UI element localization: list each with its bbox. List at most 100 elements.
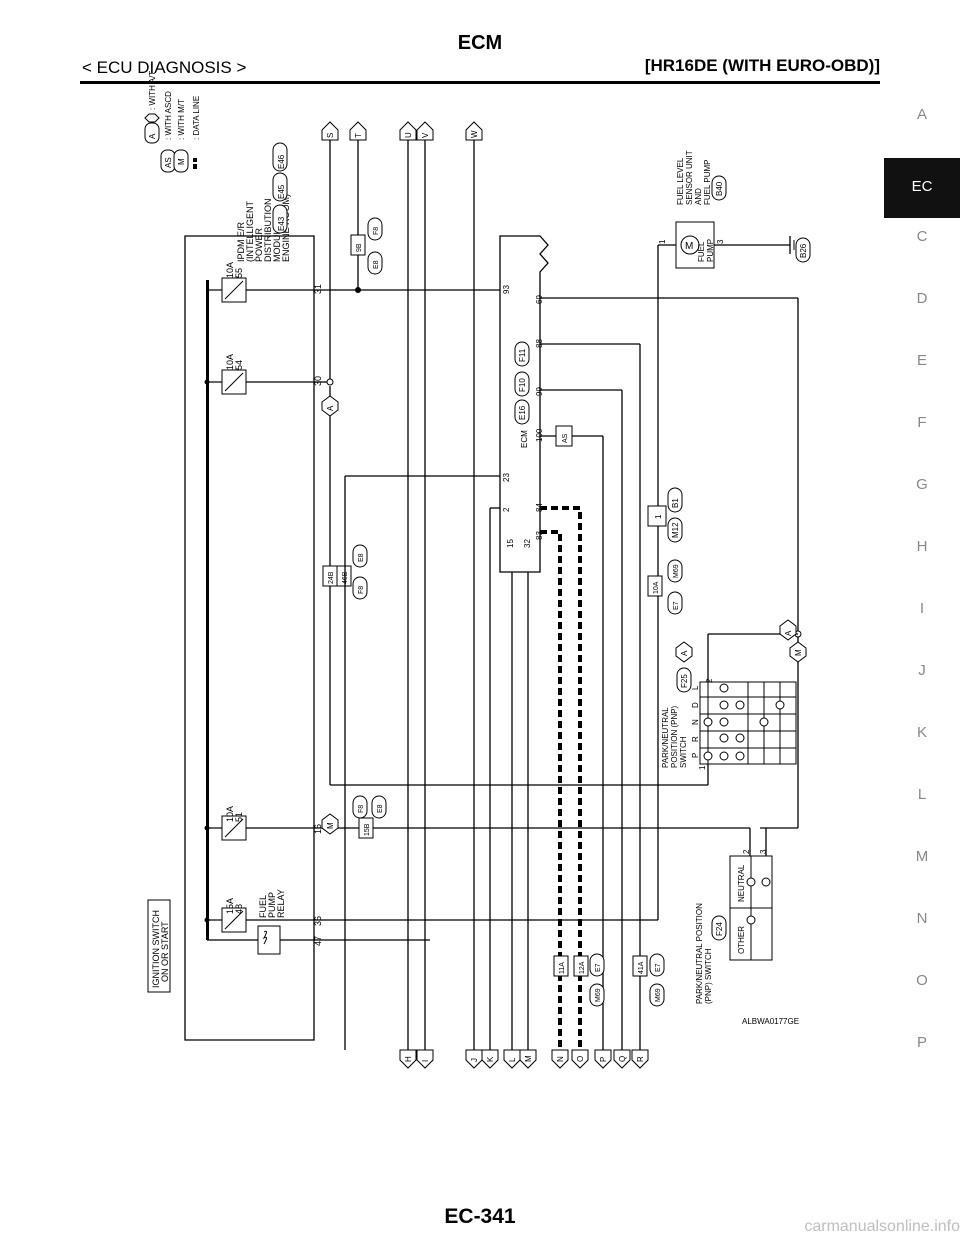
section-tab[interactable]: N xyxy=(916,910,928,927)
section-tab[interactable]: E xyxy=(916,352,927,369)
section-tab[interactable]: O xyxy=(916,972,928,989)
section-tab[interactable]: F xyxy=(917,414,927,431)
continuation-top: S T U V W xyxy=(321,121,483,141)
section-tab[interactable]: L xyxy=(917,786,927,803)
svg-text:11A: 11A xyxy=(559,962,566,974)
svg-text:FUEL: FUEL xyxy=(258,895,268,918)
svg-text:P: P xyxy=(599,1057,608,1062)
fuse-number: 55 xyxy=(234,268,244,278)
section-tab[interactable]: M xyxy=(915,848,929,865)
fuse-number: 48 xyxy=(234,904,244,914)
ecm-label: ECM E16 F10 F11 xyxy=(514,341,530,448)
fuse-rating: 10A xyxy=(225,262,235,278)
svg-text:H: H xyxy=(404,1056,413,1062)
svg-text:FUEL: FUEL xyxy=(697,241,706,262)
svg-text:V: V xyxy=(421,132,430,138)
svg-text:84: 84 xyxy=(535,503,544,512)
svg-text:69: 69 xyxy=(535,295,544,304)
svg-text:F25: F25 xyxy=(680,674,689,688)
svg-text:U: U xyxy=(404,132,413,138)
svg-text:2: 2 xyxy=(742,849,751,854)
svg-text:E16: E16 xyxy=(518,405,527,420)
svg-text:2: 2 xyxy=(705,678,714,683)
terminal-label: 31 xyxy=(313,284,323,294)
svg-text:100: 100 xyxy=(535,428,544,442)
svg-text:1: 1 xyxy=(654,514,663,519)
pnp-switch-at: PARK/NEUTRAL POSITION (PNP) SWITCH F25 A… xyxy=(661,633,798,785)
svg-text:B26: B26 xyxy=(799,243,808,258)
section-tab[interactable]: H xyxy=(916,538,928,555)
svg-text:A: A xyxy=(326,405,335,411)
svg-text:B1: B1 xyxy=(671,498,680,508)
svg-text:23: 23 xyxy=(502,473,511,482)
svg-text:A: A xyxy=(680,650,689,656)
svg-text:F11: F11 xyxy=(518,348,527,362)
svg-text:15: 15 xyxy=(506,539,515,548)
svg-text:93: 93 xyxy=(502,285,511,294)
svg-text:88: 88 xyxy=(535,339,544,348)
terminal-label: 30 xyxy=(313,376,323,386)
svg-text:99: 99 xyxy=(535,387,544,396)
svg-text:F10: F10 xyxy=(518,378,527,392)
svg-text:L: L xyxy=(691,685,700,690)
ignition-switch-label: IGNITION SWITCH ON OR START xyxy=(147,899,171,993)
svg-text:10A: 10A xyxy=(653,581,660,594)
legend: A : WITH A/T AS : WITH ASCD M : WITH M/T… xyxy=(144,71,201,173)
svg-text:F8: F8 xyxy=(358,805,365,813)
section-tab[interactable]: A xyxy=(916,106,927,123)
svg-text:A: A xyxy=(784,630,793,636)
joint-connector-11a: 11A 12A M69 E7 xyxy=(553,953,605,1007)
svg-text:ECM: ECM xyxy=(520,430,529,448)
svg-text:B40: B40 xyxy=(715,181,724,196)
svg-text:3: 3 xyxy=(759,849,768,854)
svg-text:F24: F24 xyxy=(715,922,724,936)
section-tab[interactable]: I xyxy=(919,600,925,617)
svg-text:ON OR START: ON OR START xyxy=(160,921,170,982)
svg-text:PUMP: PUMP xyxy=(706,239,715,262)
joint-connector-15b: 15B F8 E8 xyxy=(352,795,387,839)
section-tab-active[interactable]: EC xyxy=(884,158,960,218)
section-tab[interactable]: D xyxy=(916,290,928,307)
svg-text:Q: Q xyxy=(618,1056,627,1062)
ipdm-connectors: E43 E45 E46 xyxy=(272,142,288,234)
terminal-label: 16 xyxy=(313,824,323,834)
page-number: EC-341 xyxy=(444,1205,516,1228)
joint-connector-9b: 9B E8 F8 xyxy=(350,217,383,275)
svg-text:9B: 9B xyxy=(356,243,363,252)
svg-text:E7: E7 xyxy=(595,963,602,972)
pnp-switch-mt: PARK/NEUTRAL POSITION (PNP) SWITCH F24 O… xyxy=(695,828,773,1004)
svg-text:3: 3 xyxy=(716,239,725,244)
section-index: A EC C D E F G H I J K L M N O P xyxy=(884,96,960,1086)
svg-text:S: S xyxy=(326,133,335,138)
breadcrumb: < ECU DIAGNOSIS > xyxy=(82,58,247,77)
svg-text:M: M xyxy=(326,822,335,829)
section-tab[interactable]: K xyxy=(916,724,927,741)
watermark: carmanualsonline.info xyxy=(804,1218,960,1235)
svg-text:M69: M69 xyxy=(673,564,680,578)
svg-text:OTHER: OTHER xyxy=(737,926,746,954)
joint-connector-41a: 41A M69 E7 xyxy=(632,953,665,1007)
fuse-number: 51 xyxy=(234,812,244,822)
section-tab[interactable]: G xyxy=(916,476,928,493)
svg-text:83: 83 xyxy=(535,531,544,540)
ipdm-box xyxy=(184,235,315,1041)
svg-text:32: 32 xyxy=(523,539,532,548)
fuse-51: 10A 51 xyxy=(221,806,314,841)
svg-text:RELAY: RELAY xyxy=(276,889,286,918)
svg-text:NEUTRAL: NEUTRAL xyxy=(737,864,746,902)
section-tab[interactable]: C xyxy=(916,228,928,245)
svg-text:PARK/NEUTRAL POSITION: PARK/NEUTRAL POSITION xyxy=(695,903,704,1004)
section-tab[interactable]: J xyxy=(918,662,926,679)
section-tab[interactable]: P xyxy=(916,1034,927,1051)
svg-text:K: K xyxy=(486,1056,495,1062)
svg-text:P: P xyxy=(691,753,700,758)
svg-text:(PNP) SWITCH: (PNP) SWITCH xyxy=(704,948,713,1004)
svg-text:: WITH A/T: : WITH A/T xyxy=(148,71,157,110)
svg-text:T: T xyxy=(354,133,363,138)
joint-connector-10a: 10A E7 M69 xyxy=(647,559,683,615)
svg-text:E45: E45 xyxy=(277,184,286,199)
fuse-rating: 15A xyxy=(225,898,235,914)
svg-text:M: M xyxy=(685,241,693,252)
fuse-number: 54 xyxy=(234,360,244,370)
